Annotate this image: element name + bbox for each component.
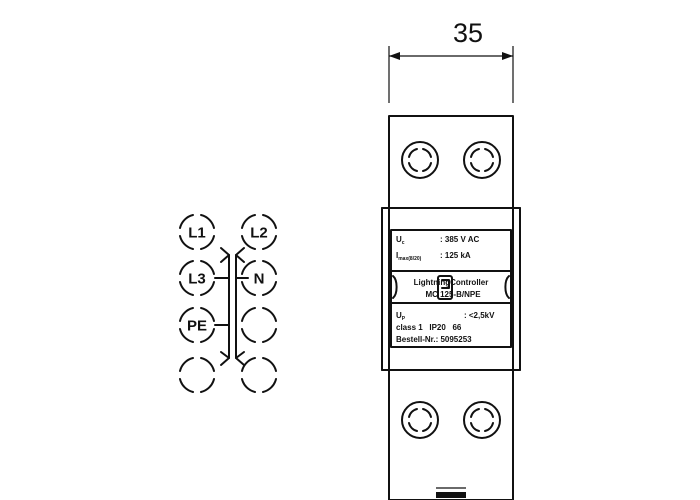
- screw-terminal-top-left: [401, 141, 439, 179]
- up-value: : <2,5kV: [464, 311, 495, 320]
- terminal-l3: L3: [179, 260, 215, 296]
- terminal-label-n: N: [254, 271, 265, 288]
- nameplate-row-imax: Imax(8/20): [396, 251, 422, 262]
- wiring-schematic: L1 L2 L3 N PE: [179, 214, 277, 393]
- model-name: MC 125-B/NPE: [425, 290, 481, 299]
- brand-logo: [437, 275, 453, 300]
- order-number: Bestell-Nr.: 5095253: [396, 335, 472, 344]
- conductor-lines: [214, 247, 249, 366]
- screw-terminal-bottom-right: [463, 401, 501, 439]
- uc-value: : 385 V AC: [440, 235, 479, 244]
- terminal-label-pe: PE: [187, 318, 207, 335]
- terminal-label-l3: L3: [188, 271, 206, 288]
- imax-value: : 125 kA: [440, 251, 471, 260]
- screw-terminal-bottom-left: [401, 401, 439, 439]
- terminal-label-l2: L2: [250, 225, 268, 242]
- device-front-view: Uc : 385 V AC Imax(8/20) : 125 kA Lightn…: [381, 115, 521, 500]
- band-ring-left: [392, 275, 398, 299]
- terminal-l1: L1: [179, 214, 215, 250]
- terminal-l2: L2: [241, 214, 277, 250]
- up-subscript: P: [402, 316, 406, 322]
- terminal-pe: PE: [179, 307, 215, 343]
- terminal-n: N: [241, 260, 277, 296]
- terminal-label-l1: L1: [188, 225, 206, 242]
- nameplate: Uc : 385 V AC Imax(8/20) : 125 kA Lightn…: [390, 229, 512, 348]
- up-symbol: U: [396, 311, 402, 320]
- terminal-spare-1: [241, 307, 277, 343]
- nameplate-border: [390, 229, 512, 348]
- device-housing: [388, 115, 514, 500]
- dimension-arrow-right: [502, 52, 513, 60]
- screw-terminal-top-right: [463, 141, 501, 179]
- imax-symbol: I: [396, 251, 398, 260]
- width-dimension: 35: [388, 18, 514, 103]
- terminal-spare-2: [179, 357, 215, 393]
- uc-subscript: c: [402, 240, 405, 246]
- nameplate-row-uc: Uc: [396, 235, 405, 246]
- imax-subscript: max(8/20): [398, 256, 421, 262]
- dimension-value: 35: [453, 18, 483, 48]
- class-rating: class 1 IP20 66: [396, 323, 462, 332]
- band-ring-right: [504, 275, 510, 299]
- dimension-arrow-left: [389, 52, 400, 60]
- terminal-spare-3: [241, 357, 277, 393]
- nameplate-row-up: UP: [396, 311, 406, 322]
- din-rail-clip: [436, 487, 466, 498]
- uc-symbol: U: [396, 235, 402, 244]
